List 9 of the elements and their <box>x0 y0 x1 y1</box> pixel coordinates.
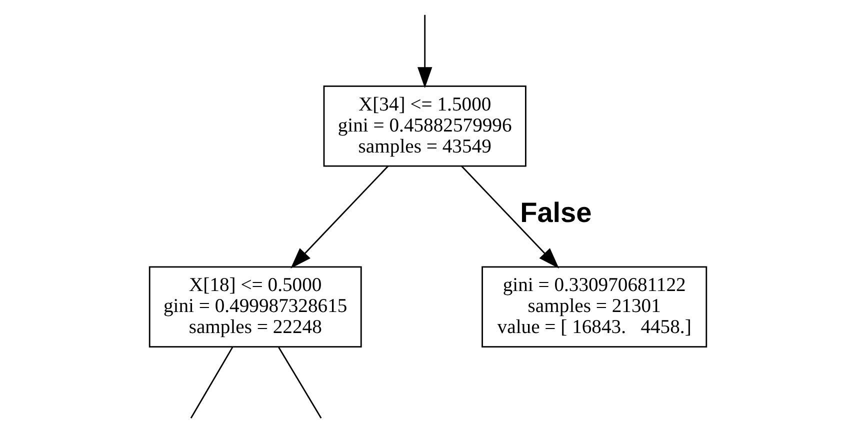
connector <box>278 346 322 418</box>
arrow <box>417 14 432 88</box>
edge-label: False <box>520 197 592 228</box>
node-box: X[34] <= 1.5000 gini = 0.45882579996 samples = 43549 <box>323 86 526 167</box>
arrow <box>290 166 389 268</box>
connector <box>190 346 234 418</box>
arrow <box>461 166 560 268</box>
node-box: X[18] <= 0.5000 gini = 0.499987328615 samples = 22248 <box>148 266 362 348</box>
node-box: gini = 0.330970681122 samples = 21301 value = [ 16843. 4458.] <box>482 266 708 348</box>
